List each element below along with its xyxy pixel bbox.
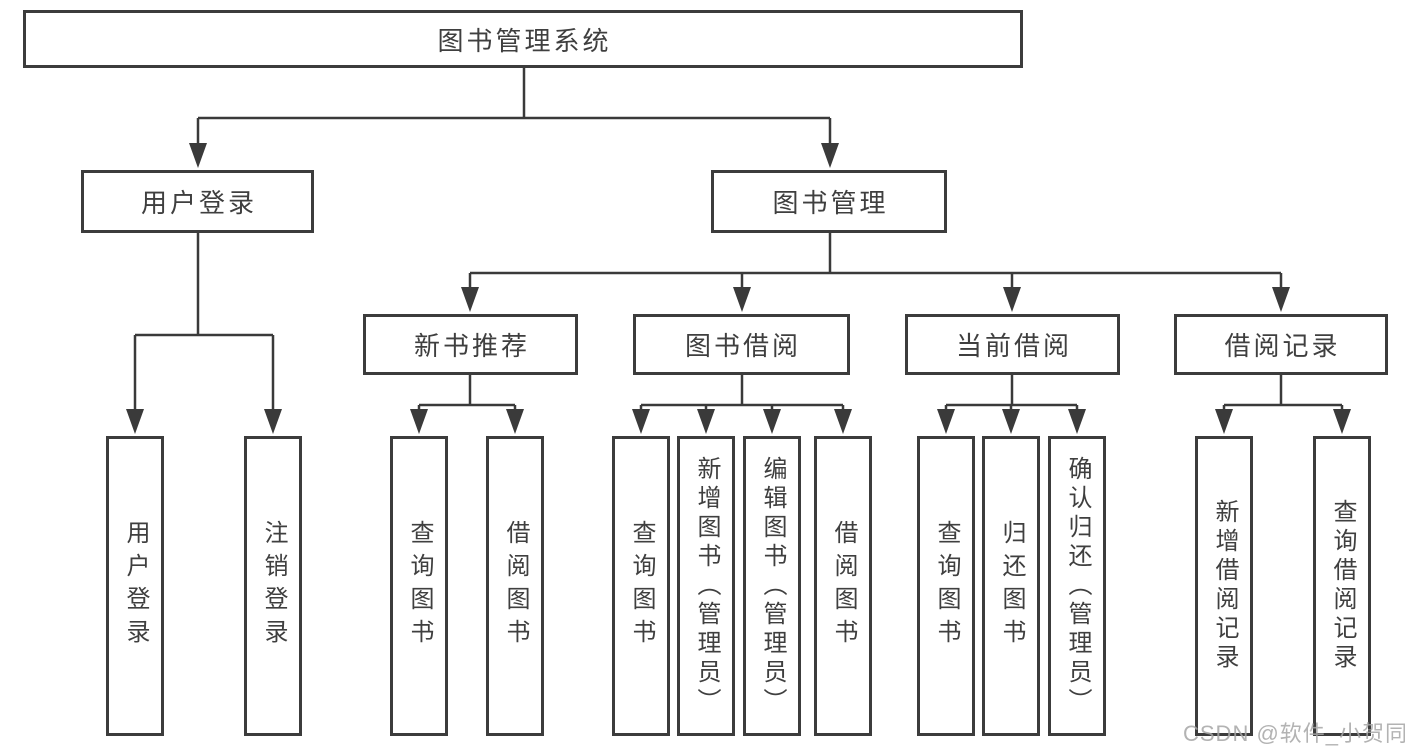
node-leaf-confirm-return-admin: 确认归还（管理员） <box>1048 436 1106 736</box>
arrowhead <box>189 143 207 168</box>
node-label: 注销登录 <box>260 520 287 652</box>
arrowhead <box>506 409 524 434</box>
arrowhead <box>264 409 282 434</box>
node-leaf-borrow-books: 借阅图书 <box>814 436 872 736</box>
node-leaf-logout: 注销登录 <box>244 436 302 736</box>
node-label: 查询借阅记录 <box>1329 499 1356 673</box>
branch-line-user-login <box>133 233 275 410</box>
node-label: 查询图书 <box>628 520 655 652</box>
arrowhead <box>1068 409 1086 434</box>
node-book-management: 图书管理 <box>711 170 947 233</box>
node-label: 编辑图书（管理员） <box>759 455 786 717</box>
node-leaf-add-books-admin: 新增图书（管理员） <box>677 436 735 736</box>
arrowhead <box>1333 409 1351 434</box>
node-leaf-add-borrow-record: 新增借阅记录 <box>1195 436 1253 736</box>
branch-line-borrow-records <box>1222 375 1344 410</box>
node-label: 借阅图书 <box>830 520 857 652</box>
node-current-borrow: 当前借阅 <box>905 314 1120 375</box>
node-label: 新书推荐 <box>413 331 530 361</box>
node-label: 用户登录 <box>140 188 257 218</box>
node-label: 查询图书 <box>933 520 960 652</box>
arrowheads <box>126 143 1351 434</box>
arrowhead <box>632 409 650 434</box>
node-label: 归还图书 <box>998 520 1025 652</box>
arrowhead <box>763 409 781 434</box>
node-leaf-query-books: 查询图书 <box>612 436 670 736</box>
node-leaf-user-login: 用户登录 <box>106 436 164 736</box>
node-leaf-query-borrow-record: 查询借阅记录 <box>1313 436 1371 736</box>
node-leaf-query-books: 查询图书 <box>390 436 448 736</box>
arrowhead <box>126 409 144 434</box>
arrowhead <box>410 409 428 434</box>
node-book-borrow: 图书借阅 <box>633 314 850 375</box>
node-label: 新增借阅记录 <box>1211 499 1238 673</box>
node-leaf-return-books: 归还图书 <box>982 436 1040 736</box>
arrowhead <box>1002 409 1020 434</box>
arrowhead <box>733 287 751 312</box>
node-label: 用户登录 <box>122 520 149 652</box>
node-label: 图书管理 <box>772 188 889 218</box>
tree-lines <box>133 68 1344 410</box>
arrowhead <box>1272 287 1290 312</box>
branch-line-current-borrow <box>944 375 1079 410</box>
branch-line-root <box>196 68 832 145</box>
node-leaf-edit-books-admin: 编辑图书（管理员） <box>743 436 801 736</box>
node-borrow-records: 借阅记录 <box>1174 314 1388 375</box>
node-user-login: 用户登录 <box>81 170 314 233</box>
arrowhead <box>697 409 715 434</box>
node-label: 当前借阅 <box>955 331 1072 361</box>
arrowhead <box>1003 287 1021 312</box>
branch-line-book-management <box>468 233 1283 289</box>
node-label: 图书管理系统 <box>437 25 612 56</box>
node-new-book-recommend: 新书推荐 <box>363 314 578 375</box>
arrowhead <box>821 143 839 168</box>
node-leaf-query-books: 查询图书 <box>917 436 975 736</box>
node-library-system: 图书管理系统 <box>23 10 1023 68</box>
branch-line-book-borrow <box>639 375 845 410</box>
node-leaf-borrow-books: 借阅图书 <box>486 436 544 736</box>
arrowhead <box>1215 409 1233 434</box>
branch-line-new-book-recommend <box>417 375 517 410</box>
node-label: 图书借阅 <box>684 331 801 361</box>
node-label: 查询图书 <box>406 520 433 652</box>
arrowhead <box>834 409 852 434</box>
node-label: 确认归还（管理员） <box>1064 455 1091 717</box>
node-label: 借阅记录 <box>1224 331 1341 361</box>
arrowhead <box>937 409 955 434</box>
arrowhead <box>461 287 479 312</box>
node-label: 新增图书（管理员） <box>693 455 720 717</box>
node-label: 借阅图书 <box>502 520 529 652</box>
